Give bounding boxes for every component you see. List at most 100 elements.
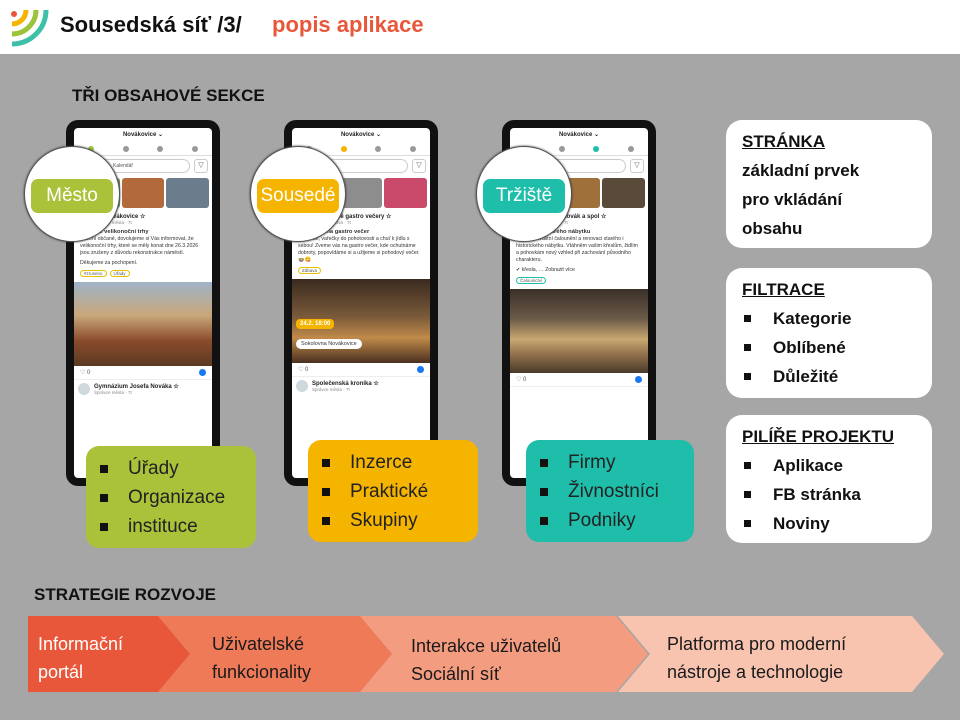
sections-heading: TŘI OBSAHOVÉ SEKCE [72, 86, 265, 105]
post-body: Zrušené velikonoční trhy Vážení občané, … [74, 228, 212, 268]
category-item: Skupiny [322, 506, 478, 535]
post-author[interactable]: MÚ Novákovice ☆ [94, 214, 146, 220]
zoom-circle-market: Tržiště [476, 146, 572, 242]
thumbnail[interactable] [166, 178, 210, 208]
thumbnail[interactable] [339, 178, 383, 208]
post-reactions: ♡ 0 [74, 366, 212, 380]
post-author[interactable]: Gymnázium Josefa Nováka ☆ [94, 384, 179, 390]
strategy-step-1-shape [28, 616, 190, 692]
post-title: Zrušené velikonoční trhy [80, 229, 149, 235]
post-title: Pozvánka na gastro večer [298, 229, 370, 235]
post-author[interactable]: Truhlářství Novák a spol ☆ [530, 214, 607, 220]
neighbors-icon[interactable] [340, 145, 347, 152]
post-text: Sousedé, vařečky do pohotovosti a chuť k… [298, 236, 420, 263]
category-item: instituce [100, 512, 256, 541]
user-icon[interactable] [627, 145, 634, 152]
post-author[interactable]: Společenská kronika ☆ [312, 381, 379, 387]
heart-icon-count[interactable]: ♡ 0 [298, 367, 309, 373]
thumbnail[interactable] [121, 178, 165, 208]
strategy-arrows [28, 616, 944, 692]
post-body: Pozvánka na gastro večer Sousedé, vařečk… [292, 228, 430, 265]
tab-bar [74, 142, 212, 156]
box-line: základní prvek [742, 161, 860, 180]
page-title: Sousedská síť /3/ [60, 12, 242, 37]
category-box-market: Firmy Živnostníci Podniky [526, 440, 694, 542]
post-text-2[interactable]: ✔ křesla, … Zobrazit více [516, 267, 575, 273]
phone-mockup-city: Novákovice ⌄ Kalendář ▽ MÚ Novákovice ☆ … [66, 120, 220, 486]
post-reactions: ♡ 0 [510, 373, 648, 387]
box-item: Důležité [742, 362, 932, 391]
post-tags: #zruseno Úřady [74, 268, 212, 279]
post-header: Gymnázium Josefa Nováka ☆ Správce města … [74, 380, 212, 398]
category-item: Organizace [100, 483, 256, 512]
category-item: Úřady [100, 454, 256, 483]
home-icon[interactable] [88, 145, 95, 152]
facebook-icon[interactable] [635, 376, 642, 383]
page-subtitle: popis aplikace [272, 12, 424, 37]
post-text: Vážení občané, dovolujeme si Vás informo… [80, 236, 199, 256]
tag[interactable]: Čalounictví [516, 277, 547, 284]
brand-logo-icon [11, 9, 49, 47]
box-title: PILÍŘE PROJEKTU [742, 427, 895, 446]
box-item: FB stránka [742, 480, 932, 509]
post-tags: Zábava [292, 265, 430, 276]
avatar [296, 380, 308, 392]
market-icon[interactable] [593, 145, 600, 152]
neighbors-badge: Sousedé [257, 179, 339, 213]
box-item: Noviny [742, 509, 932, 538]
tag[interactable]: #zruseno [80, 270, 107, 277]
post-photo-sofa [510, 289, 648, 373]
phone-screen: Novákovice ⌄ Kalendář ▽ MÚ Novákovice ☆ … [74, 128, 212, 478]
info-box-page: STRÁNKA základní prvek pro vkládání obsa… [726, 120, 932, 248]
box-title: STRÁNKA [742, 132, 826, 151]
location-selector[interactable]: Novákovice ⌄ [122, 132, 164, 138]
post-tags: Čalounictví [510, 275, 648, 286]
strategy-step-2-shape [158, 616, 392, 692]
user-icon[interactable] [409, 145, 416, 152]
category-item: Podniky [540, 506, 694, 535]
post-reactions: ♡ 0 [292, 363, 430, 377]
slide-header: Sousedská síť /3/ popis aplikace [0, 0, 960, 54]
market-icon[interactable] [157, 145, 164, 152]
post-text: Nabízím kvalitní čalounění a renovaci st… [516, 236, 638, 263]
thumbnail[interactable] [384, 178, 428, 208]
content-panel: TŘI OBSAHOVÉ SEKCE Novákovice ⌄ Kalendář… [0, 54, 960, 720]
event-place[interactable]: Sokolovna Novákovice [296, 339, 362, 349]
thumbnail[interactable] [602, 178, 646, 208]
post-meta: Správce města · 7t [312, 387, 350, 392]
post-text-2: Děkujeme za pochopení. [80, 260, 138, 266]
info-box-filtering: FILTRACE Kategorie Oblíbené Důležité [726, 268, 932, 398]
tag[interactable]: Zábava [298, 267, 322, 274]
facebook-icon[interactable] [199, 369, 206, 376]
post-author[interactable]: Sousedské gastro večery ☆ [312, 214, 392, 220]
post-photo-market [74, 282, 212, 366]
category-item: Živnostníci [540, 477, 694, 506]
box-line: obsahu [742, 219, 803, 238]
location-selector[interactable]: Novákovice ⌄ [558, 132, 600, 138]
zoom-circle-neighbors: Sousedé [250, 146, 346, 242]
post-meta: Správce města · 7t [94, 220, 132, 225]
box-title: FILTRACE [742, 280, 825, 299]
neighbors-icon[interactable] [122, 145, 129, 152]
strategy-heading: STRATEGIE ROZVOJE [34, 585, 216, 604]
facebook-icon[interactable] [417, 366, 424, 373]
filter-icon[interactable]: ▽ [194, 159, 208, 173]
zoom-circle-city: Město [24, 146, 120, 242]
post-header: Společenská kronika ☆ Správce města · 7t [292, 377, 430, 395]
heart-icon-count[interactable]: ♡ 0 [516, 377, 527, 383]
location-selector[interactable]: Novákovice ⌄ [340, 132, 382, 138]
filter-icon[interactable]: ▽ [412, 159, 426, 173]
heart-icon-count[interactable]: ♡ 0 [80, 370, 91, 376]
market-icon[interactable] [375, 145, 382, 152]
post-photo-dinner: 24.2. 18:00 Sokolovna Novákovice [292, 279, 430, 363]
user-icon[interactable] [191, 145, 198, 152]
neighbors-icon[interactable] [558, 145, 565, 152]
post-meta: Správce města · 7t [94, 390, 132, 395]
info-box-pillars: PILÍŘE PROJEKTU Aplikace FB stránka Novi… [726, 415, 932, 543]
category-item: Inzerce [322, 448, 478, 477]
filter-icon[interactable]: ▽ [630, 159, 644, 173]
tag[interactable]: Úřady [109, 270, 130, 277]
